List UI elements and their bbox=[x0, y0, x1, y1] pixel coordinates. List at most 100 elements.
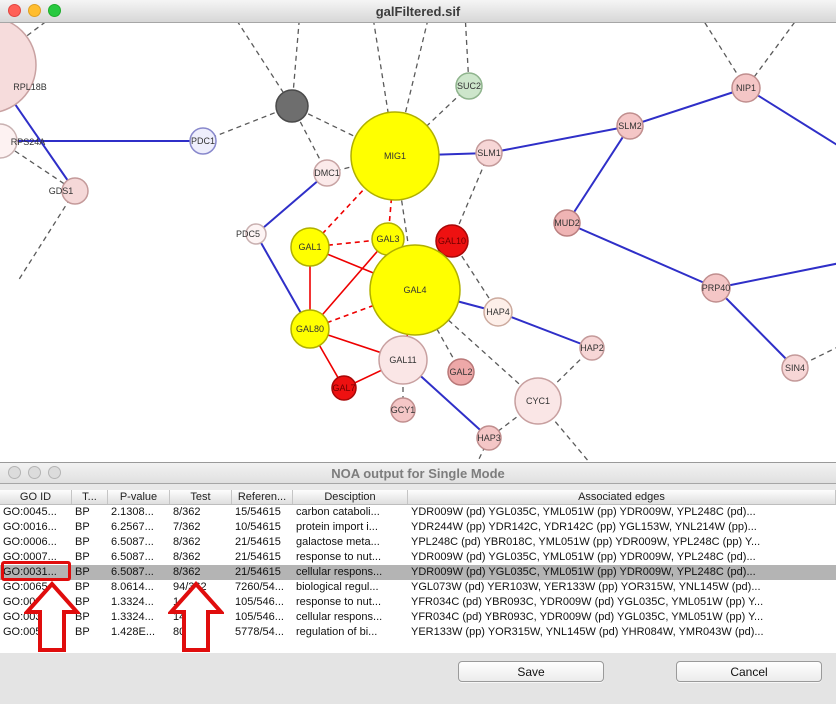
node-SLM2[interactable]: SLM2 bbox=[616, 112, 644, 140]
save-button[interactable]: Save bbox=[458, 661, 604, 682]
node-circle[interactable] bbox=[61, 177, 89, 205]
node-circle[interactable] bbox=[245, 223, 267, 245]
node-DMC1[interactable]: DMC1 bbox=[313, 159, 341, 187]
node-SLM1[interactable]: SLM1 bbox=[475, 139, 503, 167]
node-circle[interactable] bbox=[390, 397, 416, 423]
node-circle[interactable] bbox=[290, 227, 330, 267]
node-RPL18B[interactable]: RPL18B bbox=[0, 23, 47, 113]
node-HAP2[interactable]: HAP2 bbox=[579, 335, 605, 361]
node-HAP3[interactable]: HAP3 bbox=[476, 425, 502, 451]
column-header-referen[interactable]: Referen... bbox=[232, 490, 293, 504]
node-GDS1[interactable]: GDS1 bbox=[49, 177, 89, 205]
node-circle[interactable] bbox=[0, 123, 18, 159]
node-PDC5[interactable]: PDC5 bbox=[236, 223, 267, 245]
node-GCY1[interactable]: GCY1 bbox=[390, 397, 416, 423]
node-GAL1[interactable]: GAL1 bbox=[290, 227, 330, 267]
cell: YPL248C (pd) YBR018C, YML051W (pp) YDR00… bbox=[411, 536, 761, 548]
window-controls bbox=[8, 466, 61, 479]
node-SIN4[interactable]: SIN4 bbox=[781, 354, 809, 382]
node-circle[interactable] bbox=[435, 224, 469, 258]
column-header-desciption[interactable]: Desciption bbox=[293, 490, 408, 504]
node-HAP4[interactable]: HAP4 bbox=[483, 297, 513, 327]
cell: BP bbox=[75, 611, 90, 623]
network-edge-pp bbox=[255, 172, 328, 235]
node-GAL11[interactable]: GAL11 bbox=[378, 335, 428, 385]
node-circle[interactable] bbox=[350, 111, 440, 201]
cell: response to nut... bbox=[296, 551, 381, 563]
network-edge-pp bbox=[629, 87, 747, 127]
node-circle[interactable] bbox=[447, 358, 475, 386]
node-circle[interactable] bbox=[189, 127, 217, 155]
node-circle[interactable] bbox=[616, 112, 644, 140]
close-icon[interactable] bbox=[8, 4, 21, 17]
node-circle[interactable] bbox=[455, 72, 483, 100]
close-icon[interactable] bbox=[8, 466, 21, 479]
network-edge-pd bbox=[537, 400, 591, 463]
node-circle[interactable] bbox=[701, 273, 731, 303]
node-GAL80[interactable]: GAL80 bbox=[290, 309, 330, 349]
network-edge-pd bbox=[745, 23, 795, 89]
cell: protein import i... bbox=[296, 521, 378, 533]
node-PRP40[interactable]: PRP40 bbox=[701, 273, 731, 303]
network-edge-pd bbox=[202, 105, 293, 142]
noa-window-titlebar[interactable]: NOA output for Single Mode bbox=[0, 463, 836, 484]
node-circle[interactable] bbox=[369, 244, 461, 336]
node-GAL7[interactable]: GAL7 bbox=[331, 375, 357, 401]
column-header-go-id[interactable]: GO ID bbox=[0, 490, 72, 504]
node-MIG1[interactable]: MIG1 bbox=[350, 111, 440, 201]
node-PDC1[interactable]: PDC1 bbox=[189, 127, 217, 155]
node-circle[interactable] bbox=[781, 354, 809, 382]
node-circle[interactable] bbox=[514, 377, 562, 425]
network-edge-pp bbox=[745, 87, 836, 146]
minimize-icon[interactable] bbox=[28, 4, 41, 17]
node-circle[interactable] bbox=[313, 159, 341, 187]
cell: response to nut... bbox=[296, 596, 381, 608]
node-circle[interactable] bbox=[731, 73, 761, 103]
node-circle[interactable] bbox=[475, 139, 503, 167]
cell: YER133W (pp) YOR315W, YNL145W (pd) YHR08… bbox=[411, 626, 764, 638]
node-GAL4[interactable]: GAL4 bbox=[369, 244, 461, 336]
node-NIP1[interactable]: NIP1 bbox=[731, 73, 761, 103]
node-MUD2[interactable]: MUD2 bbox=[553, 209, 581, 237]
node-circle[interactable] bbox=[275, 89, 309, 123]
minimize-icon[interactable] bbox=[28, 466, 41, 479]
column-header-t[interactable]: T... bbox=[72, 490, 108, 504]
node-circle[interactable] bbox=[579, 335, 605, 361]
node-label: HAP4 bbox=[486, 307, 510, 317]
column-header-test[interactable]: Test bbox=[170, 490, 232, 504]
zoom-icon[interactable] bbox=[48, 466, 61, 479]
node-circle[interactable] bbox=[331, 375, 357, 401]
node-circle[interactable] bbox=[0, 23, 37, 113]
node-RPS24A[interactable]: RPS24A bbox=[0, 123, 45, 159]
node-circle[interactable] bbox=[290, 309, 330, 349]
column-header-p-value[interactable]: P-value bbox=[108, 490, 170, 504]
node-gray-node[interactable] bbox=[275, 89, 309, 123]
zoom-icon[interactable] bbox=[48, 4, 61, 17]
cell: BP bbox=[75, 596, 90, 608]
node-GAL10[interactable]: GAL10 bbox=[435, 224, 469, 258]
column-header-associated-edges[interactable]: Associated edges bbox=[408, 490, 836, 504]
node-label: SUC2 bbox=[457, 81, 481, 91]
node-SUC2[interactable]: SUC2 bbox=[455, 72, 483, 100]
node-GAL2[interactable]: GAL2 bbox=[447, 358, 475, 386]
node-circle[interactable] bbox=[378, 335, 428, 385]
network-window-titlebar[interactable]: galFiltered.sif bbox=[0, 0, 836, 23]
node-CYC1[interactable]: CYC1 bbox=[514, 377, 562, 425]
cell: 6.2567... bbox=[111, 521, 154, 533]
network-edge-pp bbox=[566, 125, 631, 224]
node-circle[interactable] bbox=[553, 209, 581, 237]
node-circle[interactable] bbox=[483, 297, 513, 327]
cell: BP bbox=[75, 521, 90, 533]
node-circle[interactable] bbox=[476, 425, 502, 451]
cancel-button[interactable]: Cancel bbox=[676, 661, 822, 682]
